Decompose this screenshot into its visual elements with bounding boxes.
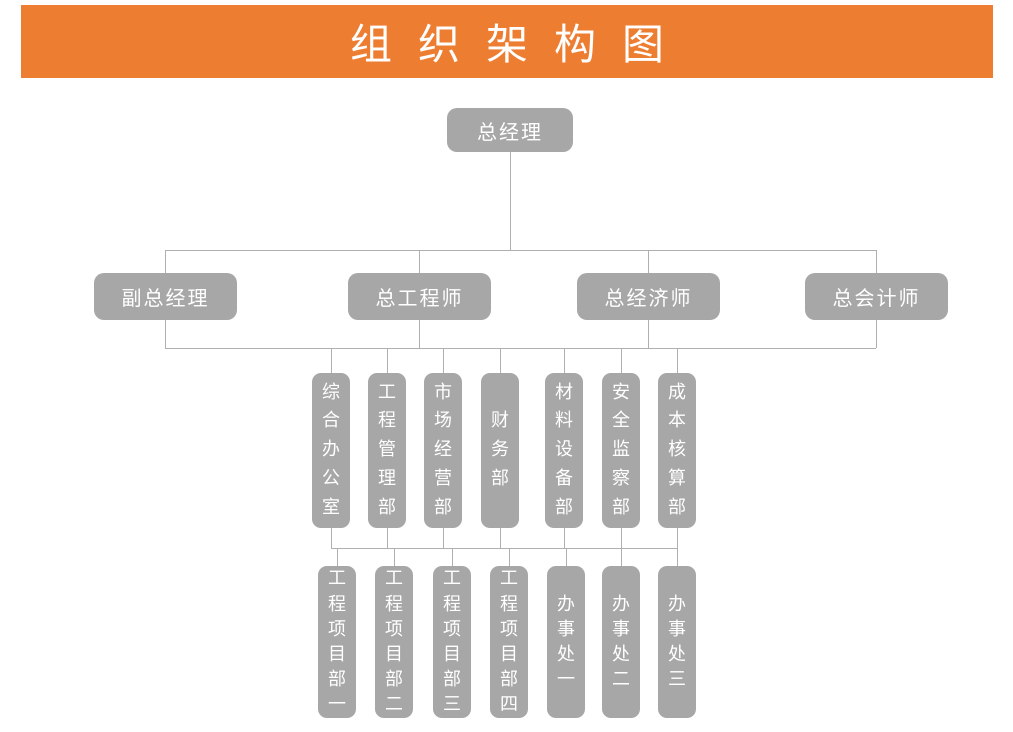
node-office-1: 办事处一	[547, 566, 585, 718]
node-label: 总会计师	[832, 286, 921, 310]
connector-root-stub	[510, 152, 511, 250]
node-office-3: 办事处三	[658, 566, 696, 718]
connector-level4-stub-3	[452, 548, 453, 566]
connector-level4-stub-1	[337, 548, 338, 566]
node-label: 成本核算部	[667, 381, 686, 518]
connector-level3-stub-5	[564, 348, 565, 373]
connector-level3-out-2	[387, 528, 388, 548]
node-general-office: 综合办公室	[312, 373, 350, 528]
connector-level3-stub-3	[443, 348, 444, 373]
connector-level2-top-rail	[165, 250, 876, 251]
node-deputy-general-manager: 副总经理	[94, 273, 237, 320]
node-label: 综合办公室	[321, 381, 340, 518]
node-label: 安全监察部	[611, 381, 630, 518]
connector-level3-out-1	[331, 528, 332, 548]
node-office-2: 办事处二	[602, 566, 640, 718]
connector-level3-out-7	[677, 528, 678, 548]
node-chief-accountant: 总会计师	[805, 273, 948, 320]
node-general-manager: 总经理	[447, 108, 573, 152]
connector-level4-stub-6	[621, 548, 622, 566]
node-label: 副总经理	[121, 286, 210, 310]
node-label: 办事处一	[556, 593, 575, 691]
connector-level3-out-5	[564, 528, 565, 548]
node-label: 工程项目部四	[499, 568, 518, 716]
connector-level3-stub-2	[387, 348, 388, 373]
connector-level4-stub-2	[394, 548, 395, 566]
title-banner: 组织架构图	[21, 5, 993, 78]
node-label: 办事处三	[667, 593, 686, 691]
node-cost-accounting-dept: 成本核算部	[658, 373, 696, 528]
connector-level3-stub-6	[621, 348, 622, 373]
node-label: 总经济师	[604, 286, 693, 310]
node-materials-equipment-dept: 材料设备部	[545, 373, 583, 528]
node-project-dept-4: 工程项目部四	[490, 566, 528, 718]
node-finance-dept: 财务部	[481, 373, 519, 528]
connector-level3-stub-4	[500, 348, 501, 373]
node-label: 工程项目部三	[442, 568, 461, 716]
node-label: 工程管理部	[377, 381, 396, 518]
node-label: 市场经营部	[433, 381, 452, 518]
node-engineering-management-dept: 工程管理部	[368, 373, 406, 528]
page-title: 组织架构图	[349, 20, 690, 69]
connector-level2-bottom-rail	[165, 348, 876, 349]
connector-level3-stub-7	[677, 348, 678, 373]
connector-level3-out-4	[500, 528, 501, 548]
node-project-dept-1: 工程项目部一	[318, 566, 356, 718]
node-label: 总工程师	[375, 286, 464, 310]
connector-level4-rail	[331, 548, 677, 549]
connector-level4-stub-7	[677, 548, 678, 566]
node-project-dept-3: 工程项目部三	[433, 566, 471, 718]
node-label: 工程项目部二	[384, 568, 403, 716]
connector-level4-stub-5	[566, 548, 567, 566]
connector-level3-out-6	[621, 528, 622, 548]
node-label: 材料设备部	[554, 381, 573, 518]
node-label: 总经理	[477, 119, 543, 144]
connector-level4-stub-4	[509, 548, 510, 566]
node-safety-supervision-dept: 安全监察部	[602, 373, 640, 528]
node-market-operations-dept: 市场经营部	[424, 373, 462, 528]
node-label: 办事处二	[611, 593, 630, 691]
node-chief-engineer: 总工程师	[348, 273, 491, 320]
node-chief-economist: 总经济师	[577, 273, 720, 320]
node-label: 工程项目部一	[327, 568, 346, 716]
connector-level3-stub-1	[331, 348, 332, 373]
node-label: 财务部	[490, 410, 509, 489]
node-project-dept-2: 工程项目部二	[375, 566, 413, 718]
connector-level3-out-3	[443, 528, 444, 548]
